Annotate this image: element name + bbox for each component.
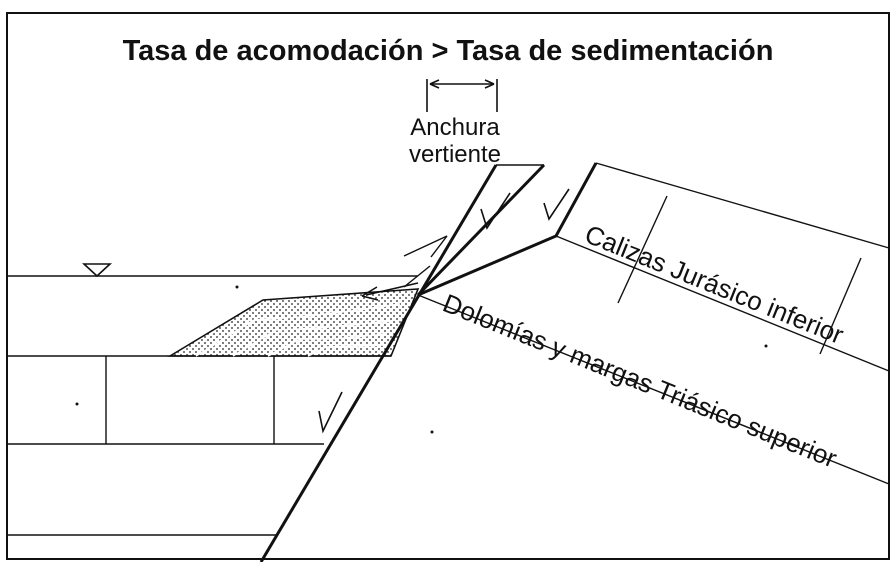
diagram-title: Tasa de acomodación > Tasa de sedimentac… bbox=[123, 35, 774, 67]
slope-width-label-line1: Anchura bbox=[410, 114, 500, 141]
main-fault-line bbox=[259, 164, 498, 562]
tertiary-fault-line bbox=[417, 162, 598, 297]
secondary-fault-line bbox=[416, 163, 546, 297]
check-mark-icon bbox=[543, 188, 570, 221]
sediment-wedge bbox=[167, 288, 420, 357]
water-level-icon bbox=[81, 263, 113, 278]
speck bbox=[235, 285, 239, 289]
upper-unit-label: Calizas Jurásico inferior bbox=[581, 219, 848, 350]
check-mark-icon bbox=[480, 192, 511, 230]
fault-check-marks bbox=[318, 188, 570, 434]
speck bbox=[430, 430, 434, 434]
slope-width-dimension bbox=[426, 79, 498, 112]
footwall-jurassic-layer bbox=[417, 162, 890, 485]
slope-width-label-line2: vertiente bbox=[409, 141, 501, 168]
speck bbox=[764, 344, 768, 348]
sediment-transport-arrow bbox=[361, 282, 419, 301]
check-mark-icon bbox=[318, 391, 343, 434]
speck bbox=[75, 402, 79, 406]
diagram-frame bbox=[6, 12, 890, 560]
offset-marks bbox=[403, 235, 448, 288]
